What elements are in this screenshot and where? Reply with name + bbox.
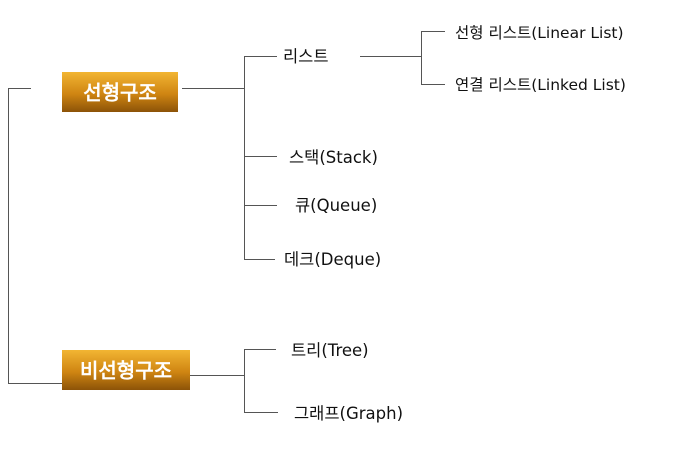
nonlinear-structure-box xyxy=(62,350,190,390)
list-children-bracket xyxy=(421,31,445,85)
nonlinear-structure-node: 비선형구조 xyxy=(62,350,190,390)
list-label: 리스트 xyxy=(283,47,329,66)
tree-label: 트리(Tree) xyxy=(291,341,369,360)
linear-children-bracket xyxy=(244,56,277,260)
linked-list-label: 연결 리스트(Linked List) xyxy=(455,76,626,94)
linear-structure-label: 선형구조 xyxy=(83,81,157,105)
linear-list-label: 선형 리스트(Linear List) xyxy=(455,24,624,42)
linear-structure-node: 선형구조 xyxy=(62,72,178,112)
graph-label: 그래프(Graph) xyxy=(294,404,403,423)
nonlinear-children-bracket xyxy=(244,349,278,413)
root-bracket-connector xyxy=(8,88,62,384)
deque-label: 데크(Deque) xyxy=(284,250,381,269)
queue-label: 큐(Queue) xyxy=(295,196,377,215)
stack-label: 스택(Stack) xyxy=(289,148,378,167)
nonlinear-structure-label: 비선형구조 xyxy=(80,359,172,383)
linear-structure-box xyxy=(62,72,178,112)
